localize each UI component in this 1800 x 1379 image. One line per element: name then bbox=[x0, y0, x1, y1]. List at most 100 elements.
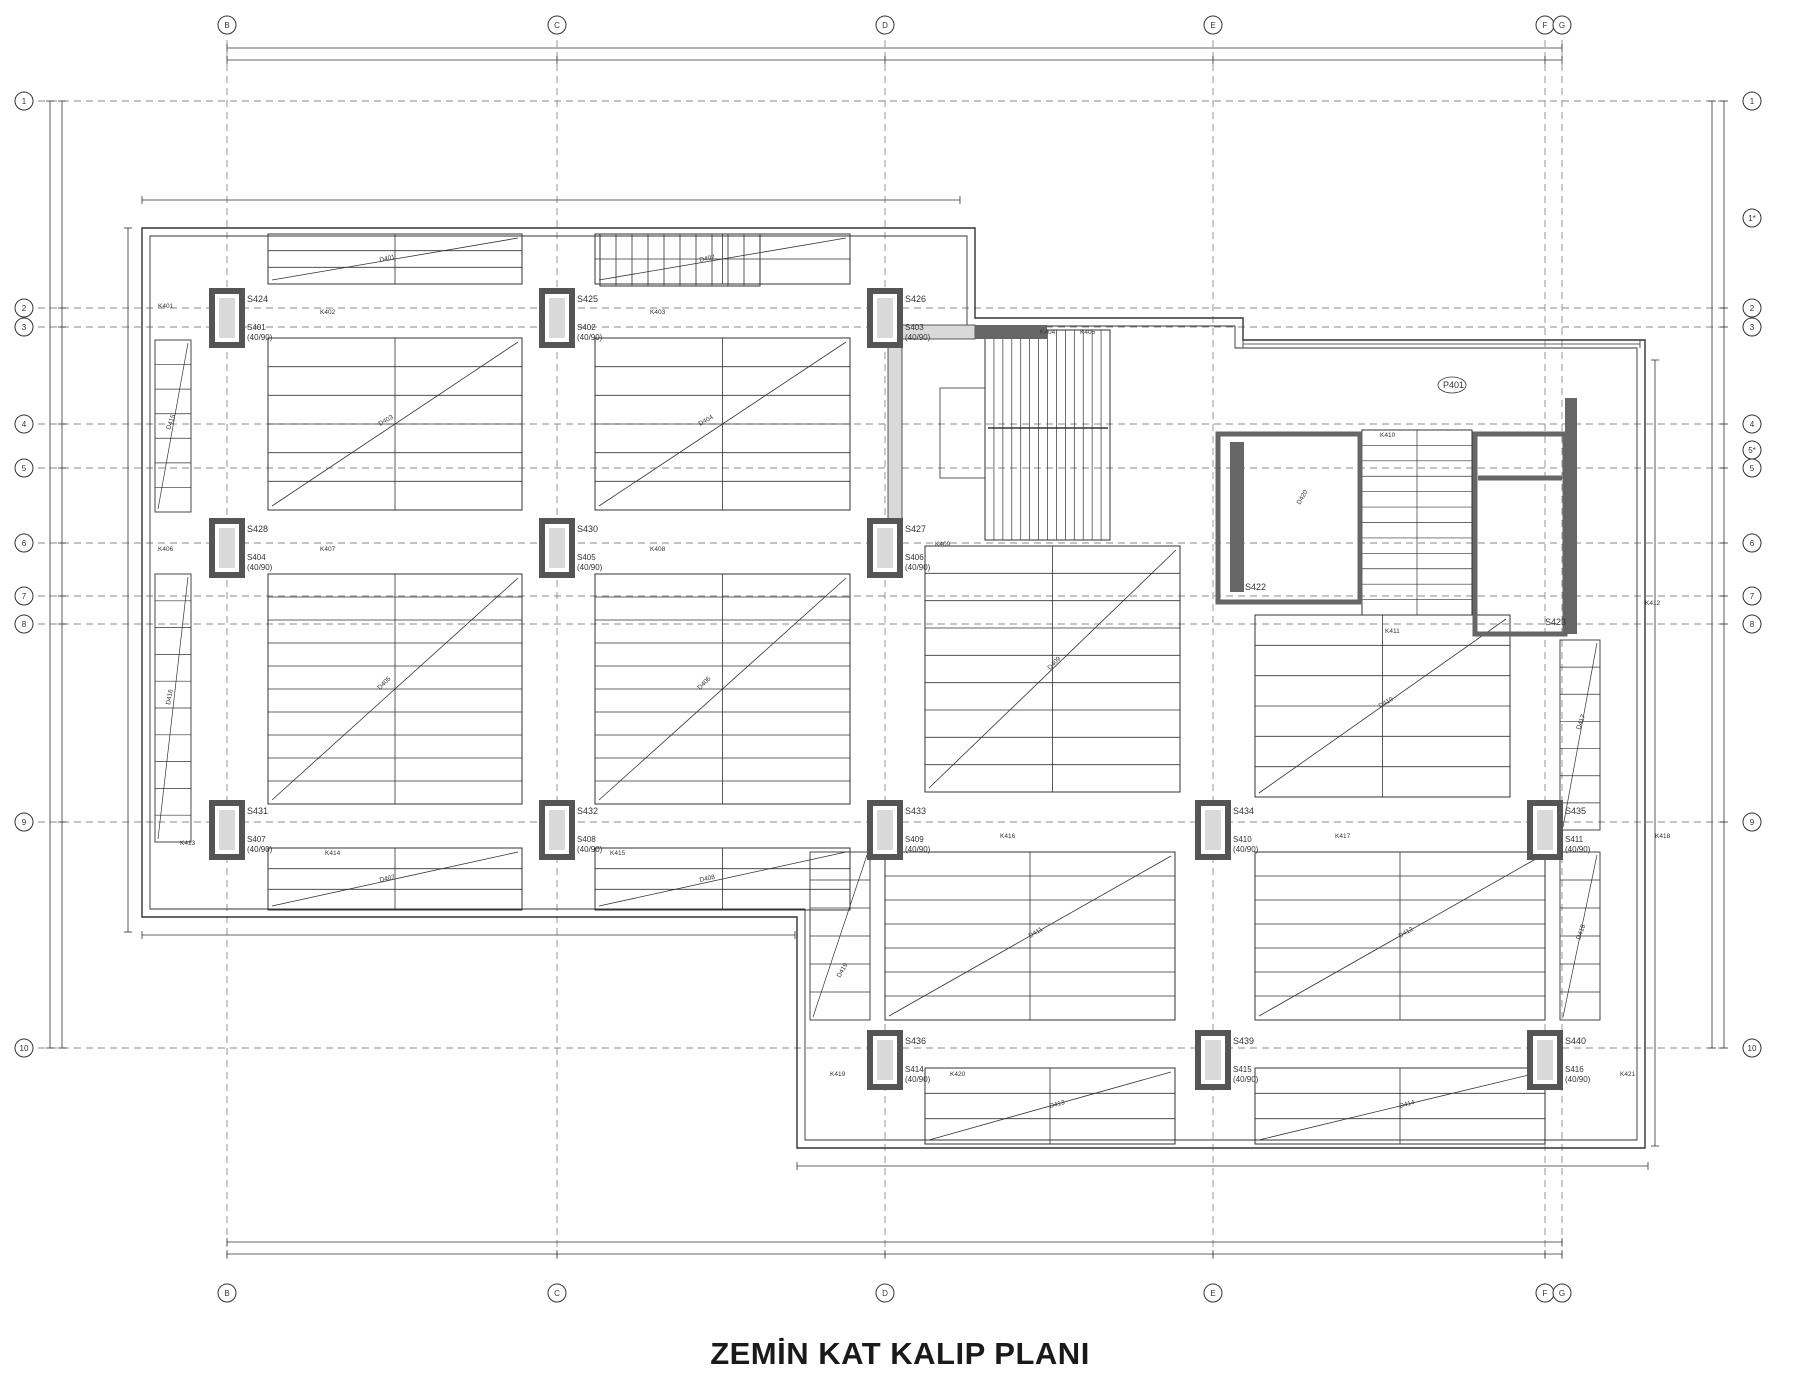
beam-label-K415: K415 bbox=[610, 850, 626, 857]
column-S427-hatch bbox=[877, 528, 893, 568]
grid-bubble-bottom-E-label: E bbox=[1210, 1289, 1215, 1298]
slab-edge bbox=[141, 227, 1646, 1149]
grid-bubble-top-B bbox=[217, 15, 237, 35]
column-S432-hatch bbox=[549, 810, 565, 850]
column-S426-dim: (40/90) bbox=[905, 333, 931, 342]
slab-label-D418: D418 bbox=[1575, 923, 1587, 940]
grid-bubble-top-D-label: D bbox=[882, 21, 888, 30]
column-S425-hatch bbox=[549, 298, 565, 338]
core-label-P401: P401 bbox=[1443, 380, 1464, 390]
grid-bubble-right-5-label: 5 bbox=[1750, 464, 1755, 473]
column-S436-dim: (40/90) bbox=[905, 1075, 931, 1084]
slab-label-D413: D413 bbox=[1049, 1099, 1066, 1110]
dimension-lines bbox=[46, 44, 1728, 1258]
slab-label-D414: D414 bbox=[1399, 1099, 1416, 1110]
grid-bubble-bottom-B bbox=[217, 1283, 237, 1303]
column-S430-dim: (40/90) bbox=[577, 563, 603, 572]
grid-bubble-right-7 bbox=[1742, 586, 1762, 606]
grid-bubble-left-10 bbox=[14, 1038, 34, 1058]
slab-label-D409: D409 bbox=[1046, 655, 1062, 671]
column-S432-id: S432 bbox=[577, 806, 598, 816]
grid-bubble-left-2 bbox=[14, 298, 34, 318]
grid-bubble-right-10-label: 10 bbox=[1748, 1044, 1757, 1053]
grid-bubble-bottom-F-label: F bbox=[1543, 1289, 1548, 1298]
column-S433-hatch bbox=[877, 810, 893, 850]
column-S431-dim: (40/90) bbox=[247, 845, 273, 854]
beam-label-K401: K401 bbox=[158, 303, 174, 310]
beam-label-K413: K413 bbox=[180, 840, 196, 847]
grid-bubble-bottom-C bbox=[547, 1283, 567, 1303]
grid-bubble-left-9-label: 9 bbox=[22, 818, 27, 827]
grid-bubble-left-4 bbox=[14, 414, 34, 434]
grid-bubble-right-2-label: 2 bbox=[1750, 304, 1755, 313]
grid-bubble-bottom-E bbox=[1203, 1283, 1223, 1303]
core-wall-left bbox=[1215, 431, 1363, 605]
column-S439-sub: S415 bbox=[1233, 1065, 1252, 1074]
grid-bubble-right-8-label: 8 bbox=[1750, 620, 1755, 629]
column-S433-dim: (40/90) bbox=[905, 845, 931, 854]
beam-label-K406: K406 bbox=[158, 546, 174, 553]
core-wall-solid bbox=[1230, 442, 1244, 592]
core-label-S422: S422 bbox=[1245, 582, 1266, 592]
edge-strip-4-diagonal bbox=[1562, 854, 1598, 1018]
joist-panel-14-diagonal bbox=[1258, 1071, 1542, 1141]
column-S431-hatch bbox=[219, 810, 235, 850]
column-S426-sub: S403 bbox=[905, 323, 924, 332]
beam-label-K403: K403 bbox=[650, 309, 666, 316]
beam-label-K404: K404 bbox=[1040, 329, 1056, 336]
grid-bubble-left-6 bbox=[14, 533, 34, 553]
joist-panel-4-diagonal bbox=[598, 341, 847, 507]
grid-bubble-left-5-label: 5 bbox=[22, 464, 27, 473]
column-S433-sub: S409 bbox=[905, 835, 924, 844]
column-S425-dim: (40/90) bbox=[577, 333, 603, 342]
grid-bubble-right-4 bbox=[1742, 414, 1762, 434]
column-S428-hatch bbox=[219, 528, 235, 568]
column-S439-id: S439 bbox=[1233, 1036, 1254, 1046]
grid-bubble-right-10 bbox=[1742, 1038, 1762, 1058]
grid-bubble-right-1 bbox=[1742, 91, 1762, 111]
columns bbox=[209, 288, 1563, 1090]
slab-label-D407: D407 bbox=[379, 874, 396, 884]
grid-bubble-right-6 bbox=[1742, 533, 1762, 553]
grid-bubble-bottom-G bbox=[1552, 1283, 1572, 1303]
column-S428-sub: S404 bbox=[247, 553, 266, 562]
grid-bubble-bottom-D-label: D bbox=[882, 1289, 888, 1298]
column-S425-id: S425 bbox=[577, 294, 598, 304]
joist-panel-9-diagonal bbox=[928, 549, 1177, 789]
grid-bubble-right-7-label: 7 bbox=[1750, 592, 1755, 601]
beam-label-K405: K405 bbox=[1080, 329, 1096, 336]
column-S440-id: S440 bbox=[1565, 1036, 1586, 1046]
column-S434-hatch bbox=[1205, 810, 1221, 850]
grid-bubble-left-3 bbox=[14, 317, 34, 337]
grid-bubble-top-C bbox=[547, 15, 567, 35]
grid-bubble-bottom-D bbox=[875, 1283, 895, 1303]
slab-label-D404: D404 bbox=[698, 414, 715, 428]
grid-bubble-right-5 bbox=[1742, 458, 1762, 478]
joist-panel-7-diagonal bbox=[271, 851, 519, 907]
column-S435-dim: (40/90) bbox=[1565, 845, 1591, 854]
grid-bubble-right-1*-label: 1* bbox=[1748, 214, 1756, 223]
column-S424-sub: S401 bbox=[247, 323, 266, 332]
grid-bubble-bottom-B-label: B bbox=[224, 1289, 229, 1298]
grid-bubble-left-8-label: 8 bbox=[22, 620, 27, 629]
column-S426-id: S426 bbox=[905, 294, 926, 304]
slab-label-D408: D408 bbox=[699, 874, 716, 884]
column-S435-hatch bbox=[1537, 810, 1553, 850]
column-S436-sub: S414 bbox=[905, 1065, 924, 1074]
grid-bubble-right-3 bbox=[1742, 317, 1762, 337]
grid-bubble-top-D bbox=[875, 15, 895, 35]
column-S440-dim: (40/90) bbox=[1565, 1075, 1591, 1084]
grid-bubble-left-1 bbox=[14, 91, 34, 111]
beam-solid-top bbox=[975, 325, 1047, 339]
grid-bubble-bottom-G-label: G bbox=[1559, 1289, 1565, 1298]
grid-bubble-left-6-label: 6 bbox=[22, 539, 27, 548]
column-S436-hatch bbox=[877, 1040, 893, 1080]
slab-edge-inner bbox=[149, 235, 1638, 1141]
tag-ellipse bbox=[1437, 376, 1467, 394]
column-S434-id: S434 bbox=[1233, 806, 1254, 816]
beam-label-K410: K410 bbox=[1380, 432, 1396, 439]
beam-hatched-side bbox=[887, 339, 903, 531]
grid-bubble-right-1* bbox=[1742, 208, 1762, 228]
